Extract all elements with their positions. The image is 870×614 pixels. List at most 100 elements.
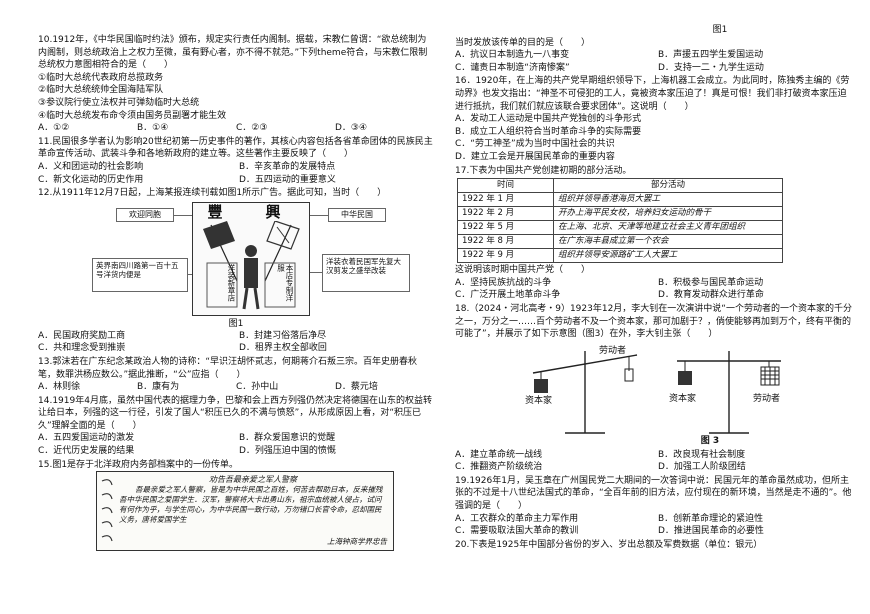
option-a[interactable]: A．抗议日本制造九一八事变: [455, 50, 570, 61]
question-19: 19.1926年1月，吴玉章在广州国民党二大期间的一次答词中说：民国元年的革命虽…: [455, 475, 855, 538]
q17-cont: 这说明该时期中国共产党（ ）: [455, 265, 591, 276]
option-c[interactable]: C．谴责日本制造“济南惨案”: [455, 62, 570, 73]
option-d[interactable]: D．教育发动群众进行革命: [658, 290, 764, 301]
option-a[interactable]: A．坚持民族抗战的斗争: [455, 277, 552, 288]
q10-stem: 10.1912年，《中华民国临时约法》颁布，规定实行责任内阁制。据载，宋教仁曾谓…: [38, 35, 428, 71]
leaflet-title: 劝告吾最亲爱之军人警察: [209, 475, 297, 485]
q13-stem: 13.郭沫若在广东纪念某政治人物的诗称：“早识汪胡怀贰志，何期蒋介石叛三宗。百年…: [38, 356, 417, 380]
table-cell: 组织并领导安源路矿工人大罢工: [553, 248, 783, 264]
table-cell: 1922 年 9 月: [457, 248, 554, 264]
question-10: 10.1912年，《中华民国临时约法》颁布，规定实行责任内阁制。据载，宋教仁曾谓…: [38, 34, 434, 135]
question-18: 18.（2024・河北高考・9）1923年12月，李大钊在一次演讲中说“一个劳动…: [455, 303, 855, 474]
option-d[interactable]: D．建立工会是开展国民革命的重要内容: [455, 151, 615, 162]
table-row: 1922 年 8 月 在广东海丰县成立第一个农会: [457, 234, 783, 250]
flag-icon: [264, 220, 300, 281]
option-b[interactable]: B．成立工人组织符合当时革命斗争的实际需要: [455, 126, 642, 137]
leaflet-signature: 上海钟商学界忠告: [327, 537, 387, 547]
figure-person-icon: [242, 244, 260, 309]
option-b[interactable]: B．辛亥革命的发展特点: [239, 161, 336, 172]
option-b[interactable]: B．①④: [137, 123, 169, 134]
table-row: 1922 年 5 月 在上海、北京、天津等地建立社会主义青年团组织: [457, 220, 783, 236]
option-b[interactable]: B．改良现有社会制度: [658, 449, 746, 460]
q19-stem: 19.1926年1月，吴玉章在广州国民党二大期间的一次答词中说：民国元年的革命虽…: [455, 475, 852, 512]
q10-item: ②临时大总统统帅全国海陆军队: [38, 85, 164, 96]
option-c[interactable]: C．“劳工神圣”成为当时中国社会的共识: [455, 139, 615, 150]
table-cell: 1922 年 2 月: [457, 206, 554, 222]
option-b[interactable]: B．群众爱国意识的觉醒: [239, 433, 336, 444]
table-cell: 开办上海平民女校，培养妇女运动的骨干: [553, 206, 783, 222]
option-d[interactable]: D．加强工人阶级团结: [658, 462, 746, 473]
q10-item: ④临时大总统发布命令须由国务员副署才能生效: [38, 110, 227, 121]
option-b[interactable]: B．声援五四学生爱国运动: [658, 50, 764, 61]
table-header: 部分活动: [553, 178, 783, 194]
option-d[interactable]: D．列强压迫中国的愤慨: [239, 446, 336, 457]
table-cell: 组织并领导香港海员大罢工: [553, 192, 783, 208]
option-d[interactable]: D．推进国民革命的必要性: [658, 526, 764, 537]
option-d[interactable]: D．③④: [335, 123, 368, 134]
table-header: 时间: [457, 178, 554, 194]
question-14: 14.1919年4月底，虽然中国代表的据理力争，巴黎和会上西方列强仍然决定将德国…: [38, 395, 434, 458]
option-d[interactable]: D．租界主权全部收回: [239, 343, 327, 354]
flag-right-label: 中华民国: [328, 207, 386, 222]
q13-options: A．林则徐 B．康有为 C．孙中山 D．蔡元培: [38, 381, 434, 394]
question-20-stem: 20.下表是1925年中国部分省份的岁入、岁出总额及军费数据（单位：银元）: [455, 539, 763, 550]
left-column: 10.1912年，《中华民国临时约法》颁布，规定实行责任内阁制。据载，宋教仁曾谓…: [38, 34, 434, 552]
balance-scale-right-icon: [677, 350, 781, 434]
q11-stem: 11.民国很多学者认为影响20世纪初第一历史事件的著作，其核心内容包括各省革命团…: [38, 136, 433, 160]
question-15: 15.图1是存于北洋政府内务部档案中的一份传单。 劝告吾最亲爱之军人警察 吾最亲…: [38, 459, 434, 552]
table-row: 1922 年 9 月 组织并领导安源路矿工人大罢工: [457, 248, 783, 264]
ad-title: 豐 興: [207, 202, 295, 221]
flag-icon: [203, 220, 238, 281]
table-cell: 1922 年 8 月: [457, 234, 554, 250]
q11-options: A．义和团运动的社会影响 B．辛亥革命的发展特点 C．新文化运动的历史作用 D．…: [38, 161, 434, 186]
figure-1-caption: 图1: [228, 318, 244, 329]
table-cell: 1922 年 1 月: [457, 192, 554, 208]
question-12: 12.从1911年12月7日起，上海某报连续刊载如图1所示广告。据此可知，当时（…: [38, 187, 434, 355]
option-c[interactable]: C．新文化运动的历史作用: [38, 174, 144, 185]
option-b[interactable]: B．创新革命理论的紧迫性: [658, 513, 764, 524]
q12-stem: 12.从1911年12月7日起，上海某报连续刊载如图1所示广告。据此可知，当时（…: [38, 188, 387, 199]
option-c[interactable]: C．推翻资产阶级统治: [455, 462, 543, 473]
option-b[interactable]: B．康有为: [137, 382, 180, 393]
q10-item: ③参议院行使立法权并可弹劾临时大总统: [38, 97, 200, 108]
option-d[interactable]: D．五四运动的重要意义: [239, 174, 336, 185]
option-c[interactable]: C．近代历史发展的结果: [38, 446, 135, 457]
figure-1-advertisement: 欢迎同胞 中华民国 豐 興: [38, 201, 434, 330]
option-a[interactable]: A．义和团运动的社会影响: [38, 161, 144, 172]
option-a[interactable]: A．林则徐: [38, 382, 81, 393]
figure-3-caption: 图 3: [700, 435, 720, 446]
option-c[interactable]: C．需要吸取法国大革命的教训: [455, 526, 579, 537]
q15-cont: 当时发放该传单的目的是（ ）: [455, 37, 591, 48]
box-left-text: 英界南四川路第一百十五号洋货内便是: [92, 257, 188, 292]
option-c[interactable]: C．共和理念受到推崇: [38, 343, 126, 354]
table-header-row: 时间 部分活动: [457, 178, 783, 194]
option-a[interactable]: A．发动工人运动是中国共产党独创的斗争形式: [455, 114, 642, 125]
q15-stem: 15.图1是存于北洋政府内务部档案中的一份传单。: [38, 459, 239, 470]
option-a[interactable]: A．建立革命统一战线: [455, 449, 543, 460]
connector-line: [188, 273, 192, 275]
option-a[interactable]: A．五四爱国运动的激发: [38, 433, 135, 444]
connector-line: [174, 214, 194, 216]
right-column: 图1 当时发放该传单的目的是（ ） A．抗议日本制造九一八事变 B．声援五四学生…: [455, 24, 855, 551]
option-b[interactable]: B．积极参与国民革命运动: [658, 277, 764, 288]
option-d[interactable]: D．支持一二・九学生运动: [658, 62, 764, 73]
option-a[interactable]: A．民国政府奖励工商: [38, 330, 126, 341]
option-c[interactable]: C．广泛开展土地革命斗争: [455, 290, 561, 301]
option-b[interactable]: B．封建习俗落后净尽: [239, 330, 327, 341]
option-a[interactable]: A．①②: [38, 123, 70, 134]
q10-item: ①临时大总统代表政府总揽政务: [38, 72, 164, 83]
question-11: 11.民国很多学者认为影响20世纪初第一历史事件的著作，其核心内容包括各省革命团…: [38, 136, 434, 186]
q17-stem: 17.下表为中国共产党创建初期的部分活动。: [455, 165, 632, 176]
option-a[interactable]: A．工农群众的革命主力军作用: [455, 513, 579, 524]
question-17: 17.下表为中国共产党创建初期的部分活动。 时间 部分活动 1922 年 1 月…: [455, 165, 855, 302]
connector-line: [308, 214, 328, 216]
q18-stem: 18.（2024・河北高考・9）1923年12月，李大钊在一次演讲中说“一个劳动…: [455, 303, 852, 340]
option-d[interactable]: D．蔡元培: [335, 382, 378, 393]
q19-options: A．工农群众的革命主力军作用 B．创新革命理论的紧迫性 C．需要吸取法国大革命的…: [455, 513, 855, 538]
labor-label-right: 劳动者: [753, 393, 781, 404]
spiral-binding-icon: [101, 479, 113, 542]
connector-line: [310, 271, 322, 273]
option-c[interactable]: C．孙中山: [236, 382, 279, 393]
q10-options: A．①② B．①④ C．②③ D．③④: [38, 122, 434, 135]
option-c[interactable]: C．②③: [236, 123, 268, 134]
